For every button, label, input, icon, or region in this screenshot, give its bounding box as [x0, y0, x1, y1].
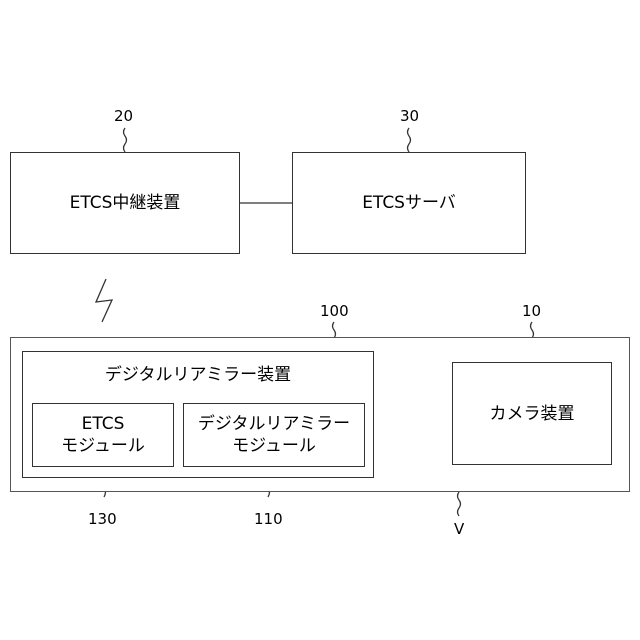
- leader-30: [408, 128, 411, 152]
- camera-label: カメラ装置: [453, 403, 611, 425]
- etcs-module-line2: モジュール: [33, 435, 173, 457]
- etcs-module-line1: ETCS: [33, 413, 173, 435]
- leader-20: [124, 128, 127, 152]
- digital-rear-mirror-label: デジタルリアミラー装置: [23, 364, 373, 386]
- ref-130: 130: [88, 510, 117, 528]
- mirror-module-line2: モジュール: [184, 435, 364, 457]
- vehicle-label-v: V: [454, 520, 464, 538]
- etcs-server-label: ETCSサーバ: [293, 192, 525, 214]
- etcs-server-box: ETCSサーバ: [292, 152, 526, 254]
- digital-rear-mirror-module-box: デジタルリアミラー モジュール: [183, 403, 365, 467]
- etcs-relay-box: ETCS中継装置: [10, 152, 240, 254]
- camera-box: カメラ装置: [452, 362, 612, 465]
- ref-30: 30: [400, 107, 419, 125]
- ref-20: 20: [114, 107, 133, 125]
- etcs-relay-label: ETCS中継装置: [11, 192, 239, 214]
- etcs-module-box: ETCS モジュール: [32, 403, 174, 467]
- ref-10: 10: [522, 302, 541, 320]
- leader-v: [458, 492, 461, 516]
- ref-100: 100: [320, 302, 349, 320]
- mirror-module-line1: デジタルリアミラー: [184, 413, 364, 435]
- ref-110: 110: [254, 510, 283, 528]
- wireless-icon: [96, 279, 112, 322]
